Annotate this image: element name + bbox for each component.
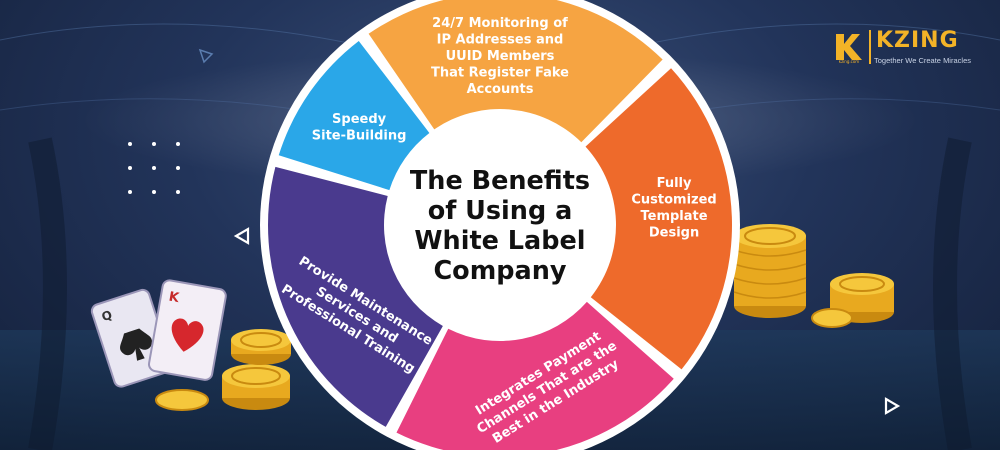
segment-label-line: Fully <box>657 176 692 191</box>
gold-coins-stack-icon <box>733 224 894 328</box>
wheel-segment <box>368 0 663 143</box>
center-title-line: Company <box>433 256 566 286</box>
wheel-segment <box>278 40 430 191</box>
segment-label-line: Speedy <box>332 112 387 127</box>
triangle-outline-decoration <box>233 227 250 245</box>
segment-label-line: UUID Members <box>446 49 555 64</box>
brand-name: KZING <box>876 28 959 53</box>
segment-label-line: 24/7 Monitoring of <box>432 16 568 31</box>
wheel-segment <box>585 68 732 370</box>
brand-tagline: Together We Create Miracles <box>874 56 971 65</box>
segment-label-line: Customized <box>631 192 716 207</box>
dot-grid-decoration <box>128 142 188 202</box>
triangle-outline-decoration <box>884 397 901 415</box>
center-title-line: The Benefits <box>410 166 590 196</box>
center-title-line: of Using a <box>428 196 573 226</box>
svg-text:K: K <box>168 290 181 307</box>
brand-logo[interactable]: kzing.com KZING Together We Create Mirac… <box>832 28 982 72</box>
segment-label-line: Template <box>641 209 708 224</box>
wheel-center-disc <box>388 113 612 337</box>
svg-text:Q: Q <box>100 308 114 324</box>
segment-label-line: Accounts <box>467 82 534 97</box>
wheel-segment <box>396 301 674 450</box>
logo-divider <box>869 30 871 64</box>
playing-cards-illustration: Q K <box>90 279 291 411</box>
wheel-segment <box>267 166 443 427</box>
segment-label-line: Design <box>649 225 699 240</box>
center-title-line: White Label <box>414 226 585 256</box>
segment-label-line: IP Addresses and <box>437 33 564 48</box>
kz-logo-mark: kzing.com <box>836 34 862 64</box>
segment-label-line: Site-Building <box>312 129 407 144</box>
segment-label-line: That Register Fake <box>431 66 569 81</box>
gold-coins-stack-icon <box>155 329 291 411</box>
svg-text:kzing.com: kzing.com <box>839 59 860 64</box>
triangle-outline-decoration <box>198 48 214 64</box>
